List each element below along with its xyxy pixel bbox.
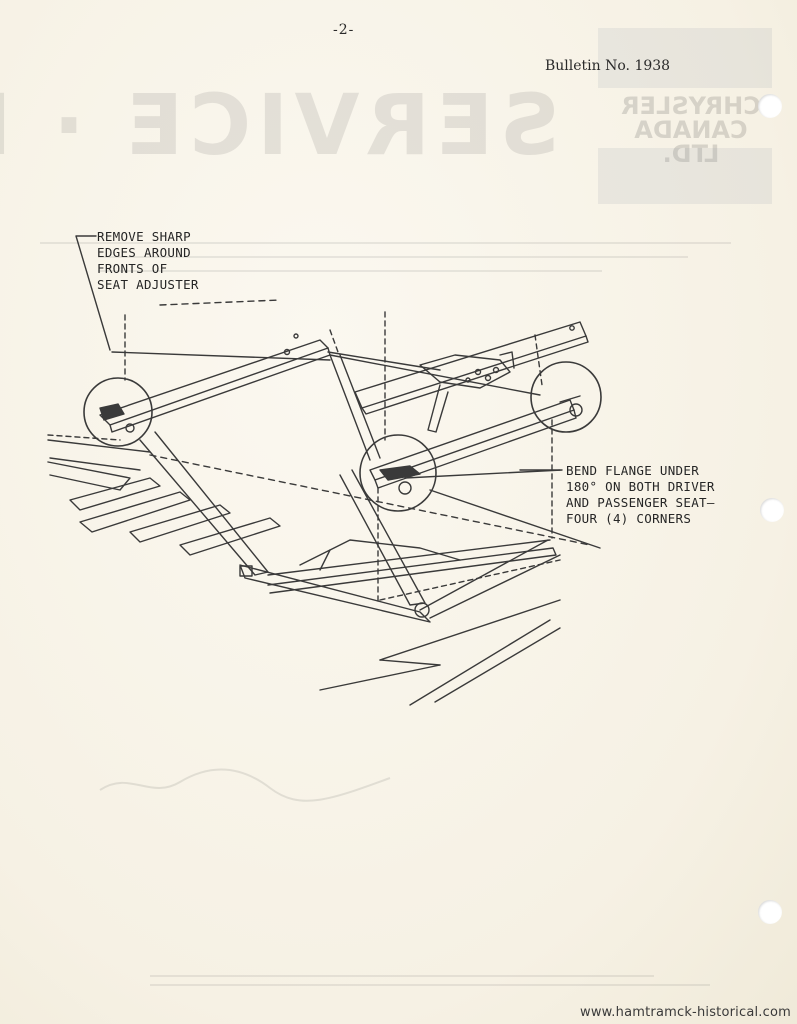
remove-sharp-edges-callout: REMOVE SHARP EDGES AROUND FRONTS OF SEAT… (97, 229, 199, 292)
punch-hole (758, 94, 782, 118)
website-watermark: www.hamtramck-historical.com (580, 1005, 791, 1020)
punch-hole (758, 900, 782, 924)
page-number: -2- (333, 22, 355, 38)
logo-bleedthrough-block-bottom (598, 148, 772, 204)
punch-hole (760, 498, 784, 522)
text-bleedthrough-lines (40, 230, 760, 320)
bulletin-number: Bulletin No. 1938 (545, 58, 671, 74)
signature-bleedthrough-icon (99, 768, 391, 802)
logo-bleedthrough-block-top (598, 28, 772, 88)
footer-bleedthrough-lines (150, 968, 710, 998)
bend-flange-callout: BEND FLANGE UNDER 180° ON BOTH DRIVER AN… (566, 463, 715, 526)
